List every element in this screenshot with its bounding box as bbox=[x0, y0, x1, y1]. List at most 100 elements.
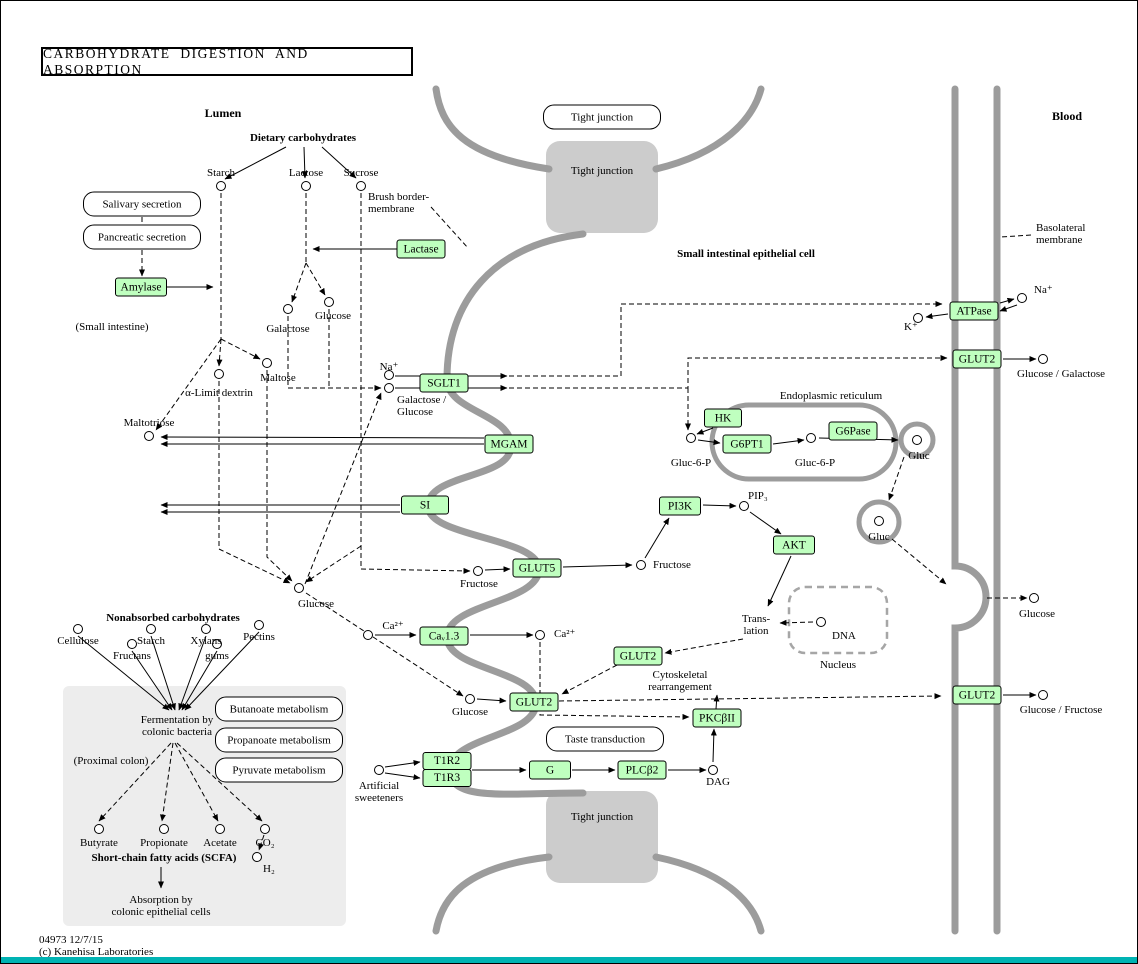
compound-glucose-lumen-bottom[interactable] bbox=[465, 694, 475, 704]
edge-29 bbox=[562, 562, 633, 569]
compound-pectins[interactable] bbox=[254, 620, 264, 630]
compound-fructans[interactable] bbox=[127, 639, 137, 649]
label-gluc-vesicle: Gluc bbox=[868, 531, 890, 543]
compound-glucose-galactose-blood[interactable] bbox=[1038, 354, 1048, 364]
label-maltose: Maltose bbox=[260, 372, 296, 384]
compound-fructose-lumen[interactable] bbox=[473, 566, 483, 576]
gene-box-cav1-3[interactable]: Caᵥ1.3 bbox=[419, 626, 469, 646]
compound-dna[interactable] bbox=[816, 617, 826, 627]
compound-glucose-pool[interactable] bbox=[294, 583, 304, 593]
pathway-box-pancreatic-secretion[interactable]: Pancreatic secretion bbox=[83, 224, 201, 250]
gene-box-plcb2[interactable]: PLCβ2 bbox=[617, 760, 667, 780]
label-alpha-limit-dextrin: α-Limit dextrin bbox=[185, 387, 253, 399]
edge-52 bbox=[772, 437, 805, 445]
label-starch: Starch bbox=[206, 167, 236, 179]
compound-pip3[interactable] bbox=[739, 501, 749, 511]
compound-cellulose[interactable] bbox=[73, 624, 83, 634]
edge-44 bbox=[384, 772, 421, 781]
compound-butyrate[interactable] bbox=[94, 824, 104, 834]
label-fructose-cytosol: Fructose bbox=[653, 559, 691, 571]
gene-box-si[interactable]: SI bbox=[401, 495, 449, 515]
label-dietary-carbohydrates: Dietary carbohydrates bbox=[249, 132, 357, 144]
pathway-box-salivary-secretion[interactable]: Salivary secretion bbox=[83, 191, 201, 217]
compound-artificial-sweeteners[interactable] bbox=[374, 765, 384, 775]
gene-box-g6pase[interactable]: G6Pase bbox=[828, 421, 878, 441]
compound-galactose[interactable] bbox=[283, 304, 293, 314]
compound-sucrose[interactable] bbox=[356, 181, 366, 191]
compound-acetate[interactable] bbox=[215, 824, 225, 834]
compound-maltotriose[interactable] bbox=[144, 431, 154, 441]
compound-na-lumen[interactable] bbox=[384, 370, 394, 380]
gene-box-sglt1[interactable]: SGLT1 bbox=[419, 373, 469, 393]
edge-22 bbox=[509, 355, 948, 389]
gene-box-hk[interactable]: HK bbox=[704, 408, 742, 428]
gene-box-pkcbii[interactable]: PKCβII bbox=[692, 708, 742, 728]
compound-glucose-from-lactose[interactable] bbox=[324, 297, 334, 307]
gene-box-t1r3[interactable]: T1R3 bbox=[422, 769, 472, 787]
compound-xylans[interactable] bbox=[201, 624, 211, 634]
gene-box-glut2-apical[interactable]: GLUT2 bbox=[509, 692, 559, 712]
label-glucose-pool: Glucose bbox=[297, 598, 335, 610]
compound-alpha-limit-dextrin[interactable] bbox=[214, 369, 224, 379]
edge-30 bbox=[644, 517, 670, 559]
pathway-box-tight-junction[interactable]: Tight junction bbox=[543, 104, 661, 130]
gene-box-glut2-basolateral[interactable]: GLUT2 bbox=[952, 685, 1002, 705]
gene-box-glut5[interactable]: GLUT5 bbox=[512, 558, 562, 578]
label-gums: gums bbox=[205, 650, 229, 662]
compound-gluc-6-p-er[interactable] bbox=[806, 433, 816, 443]
compound-lactose[interactable] bbox=[301, 181, 311, 191]
label-acetate: Acetate bbox=[203, 837, 237, 849]
compound-gluc-6-p-cytosol[interactable] bbox=[686, 433, 696, 443]
label-glucose-lumen-bottom: Glucose bbox=[451, 706, 489, 718]
compound-fructose-cytosol[interactable] bbox=[636, 560, 646, 570]
compound-gluc-er[interactable] bbox=[912, 435, 922, 445]
gene-box-g6pt1[interactable]: G6PT1 bbox=[722, 434, 772, 454]
pathway-box-butanoate-metabolism[interactable]: Butanoate metabolism bbox=[215, 696, 343, 722]
gene-box-akt[interactable]: AKT bbox=[773, 535, 815, 555]
label-glucose-fructose-blood: Glucose / Fructose bbox=[1019, 704, 1103, 716]
gene-box-pi3k[interactable]: PI3K bbox=[659, 496, 701, 516]
compound-ca-cytosol[interactable] bbox=[535, 630, 545, 640]
label-butyrate: Butyrate bbox=[80, 837, 118, 849]
compound-na-blood[interactable] bbox=[1017, 293, 1027, 303]
gene-box-t1r2[interactable]: T1R2 bbox=[422, 752, 472, 770]
label-tight-junction-bottom: Tight junction bbox=[570, 811, 634, 823]
label-artificial-sweeteners: Artificial sweeteners bbox=[354, 780, 404, 804]
label-lumen: Lumen bbox=[204, 106, 242, 120]
edge-15 bbox=[360, 567, 471, 574]
gene-box-glut2-cytosol[interactable]: GLUT2 bbox=[613, 646, 663, 666]
map-title-text: CARBOHYDRATE DIGESTION AND ABSORPTION bbox=[43, 45, 309, 77]
compound-glucose-blood[interactable] bbox=[1029, 593, 1039, 603]
label-glucose-galactose-blood: Glucose / Galactose bbox=[1017, 368, 1105, 380]
compound-dag[interactable] bbox=[708, 765, 718, 775]
label-fermentation: Fermentation by colonic bacteria bbox=[140, 714, 214, 738]
compound-ca-lumen[interactable] bbox=[363, 630, 373, 640]
pathway-box-pyruvate-metabolism[interactable]: Pyruvate metabolism bbox=[215, 757, 343, 783]
pathway-box-taste-transduction[interactable]: Taste transduction bbox=[546, 726, 664, 752]
gene-box-mgam[interactable]: MGAM bbox=[484, 434, 534, 454]
edge-51 bbox=[696, 427, 714, 435]
edge-28 bbox=[484, 566, 511, 573]
label-fructans: Fructans bbox=[113, 650, 151, 662]
compound-gluc-vesicle[interactable] bbox=[874, 516, 884, 526]
gene-box-glut2-top[interactable]: GLUT2 bbox=[952, 349, 1002, 369]
compound-galactose-glucose-lumen[interactable] bbox=[384, 383, 394, 393]
compound-maltose[interactable] bbox=[262, 358, 272, 368]
edge-43 bbox=[384, 759, 421, 768]
compound-starch-colon[interactable] bbox=[146, 624, 156, 634]
label-scfa: Short-chain fatty acids (SCFA) bbox=[91, 852, 237, 864]
compound-propionate[interactable] bbox=[159, 824, 169, 834]
pathway-box-propanoate-metabolism[interactable]: Propanoate metabolism bbox=[215, 727, 343, 753]
edge-55 bbox=[891, 538, 947, 585]
gene-box-g-protein[interactable]: G bbox=[529, 760, 571, 780]
label-maltotriose: Maltotriose bbox=[123, 417, 175, 429]
compound-glucose-fructose-blood[interactable] bbox=[1038, 690, 1048, 700]
gene-box-atpase[interactable]: ATPase bbox=[949, 301, 999, 321]
compound-starch[interactable] bbox=[216, 181, 226, 191]
gene-box-amylase[interactable]: Amylase bbox=[115, 277, 167, 297]
gene-box-lactase[interactable]: Lactase bbox=[396, 239, 446, 259]
edge-31 bbox=[702, 502, 737, 509]
compound-co2[interactable] bbox=[260, 824, 270, 834]
compound-h2[interactable] bbox=[252, 852, 262, 862]
